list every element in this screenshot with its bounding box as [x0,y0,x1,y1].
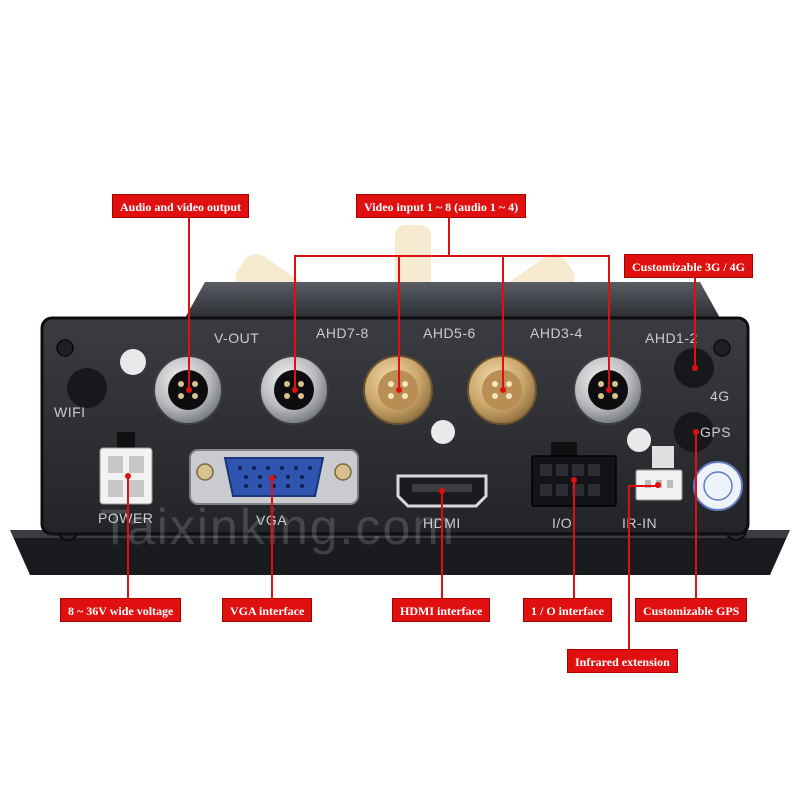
ir-in-label: IR-IN [622,515,658,531]
ground-sticker [120,349,146,375]
watermark-text: Taixinking.com [100,499,456,555]
ahd7-8-label: AHD7-8 [316,325,369,341]
callout-customizable-4g: Customizable 3G / 4G [624,254,753,278]
4g-label: 4G [710,388,730,404]
callout-io-interface: 1 / O interface [523,598,612,622]
callout-customizable-gps: Customizable GPS [635,598,748,622]
chassis-top [185,282,720,318]
ahd5-6-label: AHD5-6 [423,325,476,341]
ground-sticker [627,428,651,452]
wifi-label: WIFI [54,404,86,420]
ahd3-4-label: AHD3-4 [530,325,583,341]
callout-infrared-extension: Infrared extension [567,649,678,673]
callout-wide-voltage: 8 ~ 36V wide voltage [60,598,182,622]
warranty-seal [693,461,743,511]
callout-audio-video-output: Audio and video output [112,194,250,218]
callout-video-input: Video input 1 ~ 8 (audio 1 ~ 4) [356,194,527,218]
gps-label: GPS [700,424,732,440]
callout-hdmi-interface: HDMI interface [392,598,491,622]
ahd1-2-label: AHD1-2 [645,330,698,346]
wifi-antenna-port [67,368,107,408]
v-out-label: V-OUT [214,330,260,346]
power-label: POWER [98,510,154,526]
io-label: I/O [552,515,573,531]
callout-vga-interface: VGA interface [222,598,313,622]
ground-sticker [431,420,455,444]
io-connector [531,442,617,507]
panel-screw-top-left [56,339,74,357]
panel-screw-top-right [713,339,731,357]
